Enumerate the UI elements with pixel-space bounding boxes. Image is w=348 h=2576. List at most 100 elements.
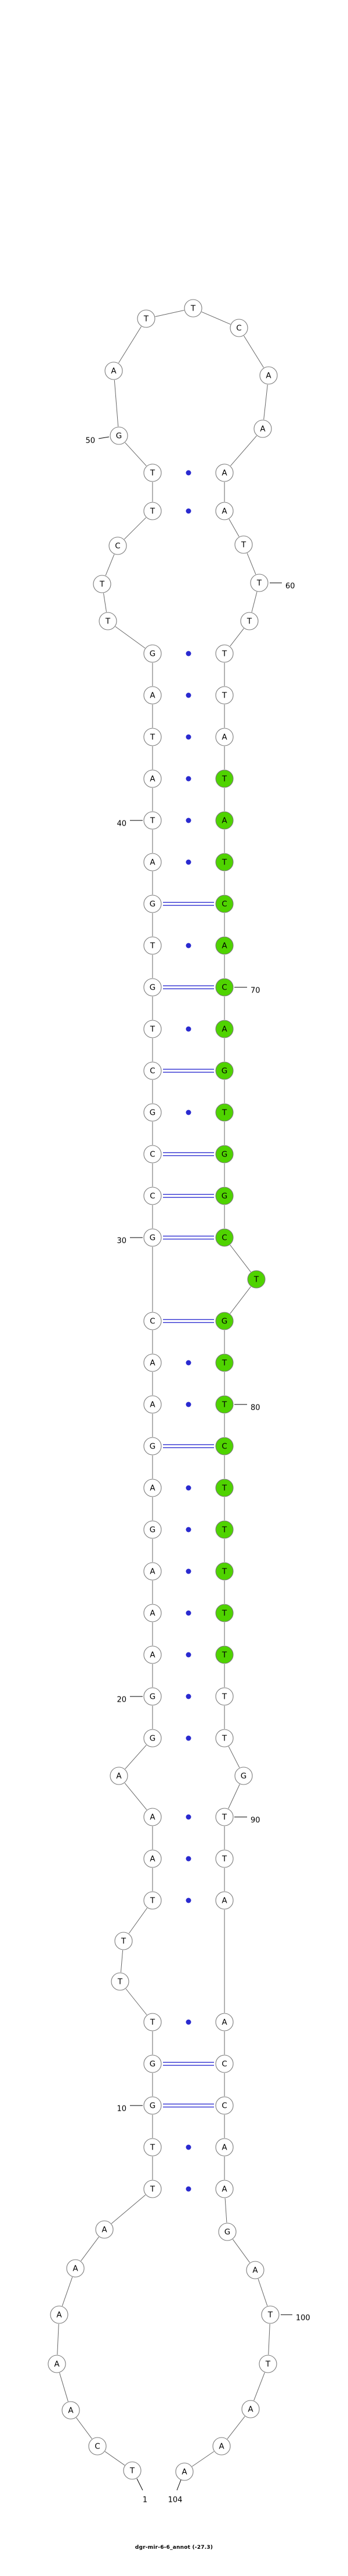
nucleotide-circle-highlighted xyxy=(215,1395,234,1414)
backbone-segment xyxy=(230,1286,251,1314)
pair-bond-dot xyxy=(186,1652,191,1658)
pair-bond-dot xyxy=(186,1568,191,1574)
pair-bond-dot xyxy=(186,1527,191,1533)
nucleotide-circle xyxy=(143,1808,162,1826)
nucleotide-base: T xyxy=(253,1275,259,1285)
nucleotide-circle xyxy=(143,1604,162,1622)
nucleotide-circle xyxy=(110,426,128,445)
nucleotide-base: A xyxy=(252,2266,258,2275)
nucleotide-base: C xyxy=(115,542,120,551)
nucleotide-circle xyxy=(143,728,162,746)
position-label: 90 xyxy=(251,1816,260,1825)
nucleotide-base: A xyxy=(150,775,155,784)
nucleotide-circle xyxy=(215,2138,234,2157)
pair-bond-dot xyxy=(186,692,191,698)
backbone-segment xyxy=(191,2451,215,2467)
nucleotide-circle-highlighted xyxy=(247,1270,266,1289)
position-label: 1 xyxy=(143,2496,147,2505)
backbone-segment xyxy=(244,335,264,368)
nucleotide-base: A xyxy=(150,1400,155,1410)
nucleotide-base: T xyxy=(222,1400,227,1410)
nucleotide-base: T xyxy=(143,315,149,324)
nucleotide-circle xyxy=(261,2305,280,2324)
position-label: 30 xyxy=(117,1237,126,1246)
nucleotide-base: T xyxy=(222,1609,227,1618)
pair-bond-dot xyxy=(186,1026,191,1032)
nucleotide-base: G xyxy=(150,1234,155,1243)
nucleotide-circle xyxy=(143,1395,162,1414)
nucleotide-base: T xyxy=(150,733,155,742)
nucleotide-base: A xyxy=(222,1025,227,1034)
backbone-segment xyxy=(125,442,147,466)
position-label: 50 xyxy=(85,437,95,446)
nucleotide-circle xyxy=(143,1228,162,1247)
nucleotide-base: A xyxy=(150,1609,155,1618)
nucleotide-base: T xyxy=(246,617,252,626)
nucleotide-base: A xyxy=(150,691,155,700)
nucleotide-circle xyxy=(259,2355,277,2373)
nucleotide-circle xyxy=(61,2401,80,2420)
backbone-segment xyxy=(228,1784,240,1809)
nucleotide-base: A xyxy=(222,942,227,951)
pair-bond-dot xyxy=(186,1610,191,1616)
backbone-segment xyxy=(253,2372,265,2401)
nucleotide-base: C xyxy=(236,324,241,333)
pair-bond-dot xyxy=(186,1694,191,1699)
pair-bond-dot xyxy=(186,818,191,823)
nucleotide-base: A xyxy=(150,1484,155,1493)
nucleotide-circle xyxy=(143,644,162,663)
nucleotide-base: T xyxy=(129,2466,135,2476)
position-label: 60 xyxy=(285,582,295,591)
nucleotide-circle xyxy=(143,1891,162,1910)
nucleotide-circle xyxy=(175,2462,194,2481)
backbone-segment xyxy=(128,1907,148,1934)
nucleotide-base: G xyxy=(222,1150,227,1159)
nucleotide-circle xyxy=(66,2259,85,2278)
backbone-segment xyxy=(230,628,244,647)
backbone-segment xyxy=(81,2236,99,2261)
position-label: 20 xyxy=(117,1696,126,1705)
nucleotide-base: A xyxy=(222,2143,227,2152)
nucleotide-base: T xyxy=(150,2018,155,2027)
pair-bond-dot xyxy=(186,1814,191,1820)
nucleotide-circle xyxy=(143,853,162,871)
backbone-segment xyxy=(111,2194,146,2224)
nucleotide-circle xyxy=(95,2220,114,2239)
nucleotide-circle xyxy=(104,362,123,380)
nucleotide-circle-highlighted xyxy=(215,978,234,997)
nucleotide-circle xyxy=(253,419,272,438)
backbone-segment xyxy=(201,311,231,325)
backbone-segment xyxy=(229,519,240,537)
pair-bond-dot xyxy=(186,1485,191,1491)
nucleotide-circle xyxy=(143,1103,162,1122)
nucleotide-base: T xyxy=(190,304,196,313)
nucleotide-circle-highlighted xyxy=(215,1479,234,1497)
nucleotide-circle xyxy=(143,1312,162,1330)
nucleotide-base: C xyxy=(150,1150,155,1159)
nucleotide-base: G xyxy=(241,1772,246,1781)
backbone-segment xyxy=(124,1783,147,1810)
nucleotide-circle xyxy=(215,2013,234,2031)
nucleotide-circle xyxy=(143,1437,162,1455)
nucleotide-circle-highlighted xyxy=(215,1353,234,1372)
nucleotide-circle xyxy=(143,502,162,520)
nucleotide-circle xyxy=(108,537,127,555)
nucleotide-base: G xyxy=(150,1734,155,1743)
nucleotide-base: G xyxy=(150,1526,155,1535)
pair-bond-dot xyxy=(186,776,191,782)
nucleotide-base: T xyxy=(222,1651,227,1660)
nucleotide-base: G xyxy=(224,2228,230,2237)
backbone-segment xyxy=(258,2279,268,2306)
nucleotide-circle xyxy=(143,1145,162,1163)
nucleotide-base: T xyxy=(121,1937,126,1946)
nucleotide-base: A xyxy=(56,2311,62,2320)
nucleotide-circle-highlighted xyxy=(215,811,234,830)
backbone-segment xyxy=(124,517,147,540)
nucleotide-circle xyxy=(218,2223,237,2241)
nucleotide-circle xyxy=(143,1061,162,1080)
nucleotide-circle xyxy=(143,2180,162,2198)
nucleotide-circle xyxy=(241,2400,260,2418)
nucleotide-base: C xyxy=(222,900,227,909)
nucleotide-base: C xyxy=(222,1442,227,1451)
nucleotide-circle-highlighted xyxy=(215,1145,234,1163)
